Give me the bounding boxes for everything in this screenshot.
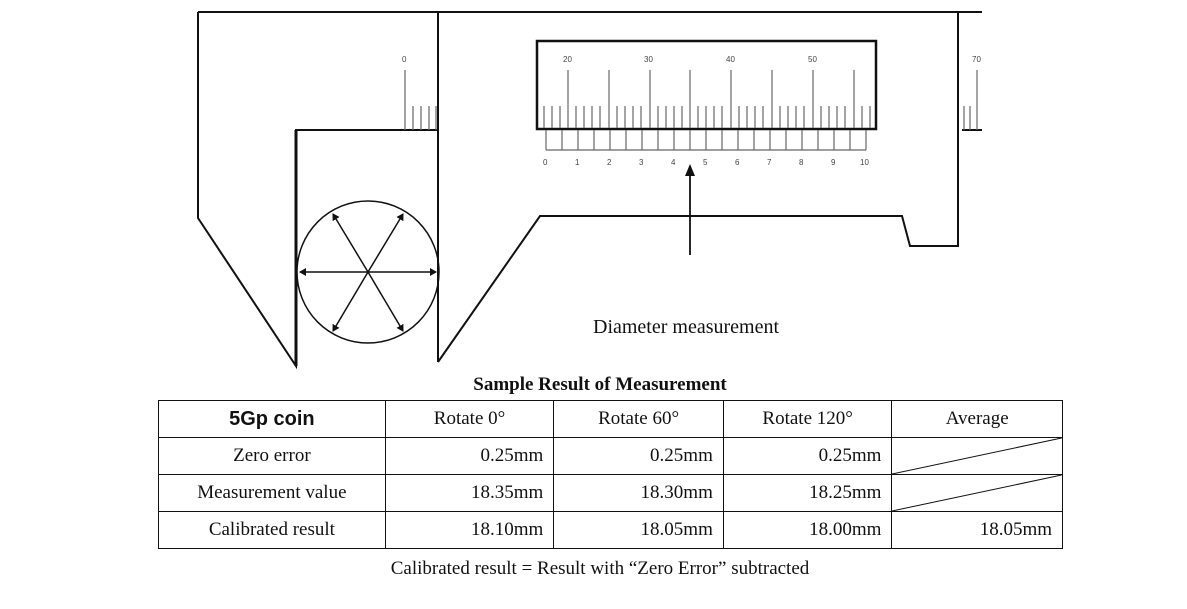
diagonal-line: [892, 475, 1062, 511]
main-scale-label-30: 30: [644, 55, 653, 64]
table-row: Calibrated result 18.10mm 18.05mm 18.00m…: [158, 511, 1063, 549]
vernier-caliper-diagram: 0 70: [197, 11, 982, 370]
row-label: Measurement value: [158, 474, 386, 512]
cell-value: 18.10mm: [384, 511, 555, 549]
vernier-label-10: 10: [860, 158, 869, 167]
vernier-window: [535, 39, 878, 131]
vernier-label-2: 2: [607, 158, 612, 167]
diagonal-line: [892, 438, 1062, 474]
row-label: Calibrated result: [158, 511, 386, 549]
cell-average: 18.05mm: [891, 511, 1063, 549]
header-cell-rotate-60: Rotate 60°: [553, 400, 724, 438]
cell-empty-diagonal: [891, 437, 1063, 475]
coin-icon: [296, 200, 440, 344]
main-scale-label-20: 20: [563, 55, 572, 64]
cell-empty-diagonal: [891, 474, 1063, 512]
table-row: Measurement value 18.35mm 18.30mm 18.25m…: [158, 474, 1063, 512]
vernier-label-1: 1: [575, 158, 580, 167]
main-scale-label-40: 40: [726, 55, 735, 64]
header-cell-item: 5Gp coin: [158, 400, 386, 438]
vernier-scale: [545, 130, 867, 151]
row-label: Zero error: [158, 437, 386, 475]
main-scale-label-50: 50: [808, 55, 817, 64]
fixed-jaw: [197, 11, 438, 370]
cell-value: 0.25mm: [553, 437, 724, 475]
table-title: Sample Result of Measurement: [473, 374, 727, 395]
table-header-row: 5Gp coin Rotate 0° Rotate 60° Rotate 120…: [158, 400, 1063, 438]
vernier-label-6: 6: [735, 158, 740, 167]
main-scale-label-70: 70: [972, 55, 981, 64]
vernier-label-5: 5: [703, 158, 708, 167]
cell-value: 18.05mm: [553, 511, 724, 549]
cell-value: 18.35mm: [384, 474, 555, 512]
cell-value: 18.30mm: [553, 474, 724, 512]
cell-value: 0.25mm: [722, 437, 893, 475]
cell-value: 0.25mm: [384, 437, 555, 475]
vernier-label-9: 9: [831, 158, 836, 167]
main-scale-left: [404, 70, 437, 130]
vernier-label-4: 4: [671, 158, 676, 167]
sliding-jaw: [437, 11, 982, 363]
vernier-label-8: 8: [799, 158, 804, 167]
vernier-label-3: 3: [639, 158, 644, 167]
diagram-caption: Diameter measurement: [593, 316, 779, 338]
header-cell-average: Average: [891, 400, 1063, 438]
cell-value: 18.25mm: [722, 474, 893, 512]
vernier-scale-labels: 0 1 2 3 4 5 6 7 8 9 10: [543, 158, 869, 167]
cell-value: 18.00mm: [722, 511, 893, 549]
main-scale-right: [962, 70, 982, 131]
main-scale-window-ticks: [543, 70, 871, 128]
vernier-label-0: 0: [543, 158, 548, 167]
header-cell-rotate-120: Rotate 120°: [722, 400, 893, 438]
main-scale-label-0: 0: [402, 55, 407, 64]
vernier-label-7: 7: [767, 158, 772, 167]
table-footnote: Calibrated result = Result with “Zero Er…: [390, 558, 810, 579]
table-row: Zero error 0.25mm 0.25mm 0.25mm: [158, 437, 1063, 475]
header-cell-rotate-0: Rotate 0°: [384, 400, 555, 438]
results-table: 5Gp coin Rotate 0° Rotate 60° Rotate 120…: [158, 400, 1063, 549]
up-arrow-icon: [685, 164, 695, 255]
